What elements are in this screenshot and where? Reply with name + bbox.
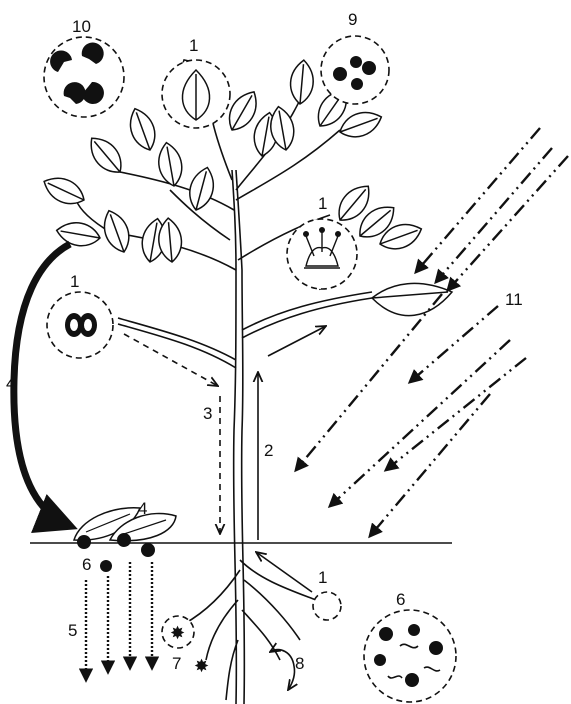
label-9: 9 [348, 10, 357, 29]
label-11: 11 [505, 290, 523, 309]
circle-6-soil-detail [364, 610, 456, 702]
solid-branch-arrow [268, 326, 326, 356]
svg-text:✸: ✸ [194, 656, 209, 677]
label-10: 10 [72, 17, 91, 36]
circle-1-stem-detail [47, 292, 113, 358]
leaching-arrows [86, 562, 152, 680]
label-6-particles: 6 [82, 555, 91, 574]
label-1-stem: 1 [70, 272, 79, 291]
microbe-detail: ✸ ✸ [162, 616, 209, 677]
label-1-root: 1 [318, 568, 327, 587]
circle-1-root-detail [313, 592, 341, 620]
circle-1-flower-detail [287, 219, 357, 289]
label-4-arrow: 4 [6, 374, 15, 393]
label-7: 7 [172, 654, 181, 673]
label-4-litter: 4 [138, 499, 147, 518]
light-arrows [296, 128, 568, 536]
label-3: 3 [203, 404, 212, 423]
label-6-soil: 6 [396, 590, 405, 609]
svg-text:✸: ✸ [170, 623, 185, 644]
label-1-flower: 1 [318, 194, 327, 213]
root-exchange-arrow [270, 650, 295, 690]
circle-10-detail [44, 37, 124, 117]
circle-9-detail [321, 36, 389, 104]
circle-1-leaf-detail [162, 60, 230, 128]
root-uptake-arrow [256, 552, 312, 592]
dashed-branch-arrow [124, 334, 218, 386]
label-1-leaf: 1 [189, 36, 198, 55]
label-2: 2 [264, 441, 273, 460]
label-8: 8 [295, 654, 304, 673]
label-5: 5 [68, 621, 77, 640]
litterfall-arrow [14, 244, 70, 526]
